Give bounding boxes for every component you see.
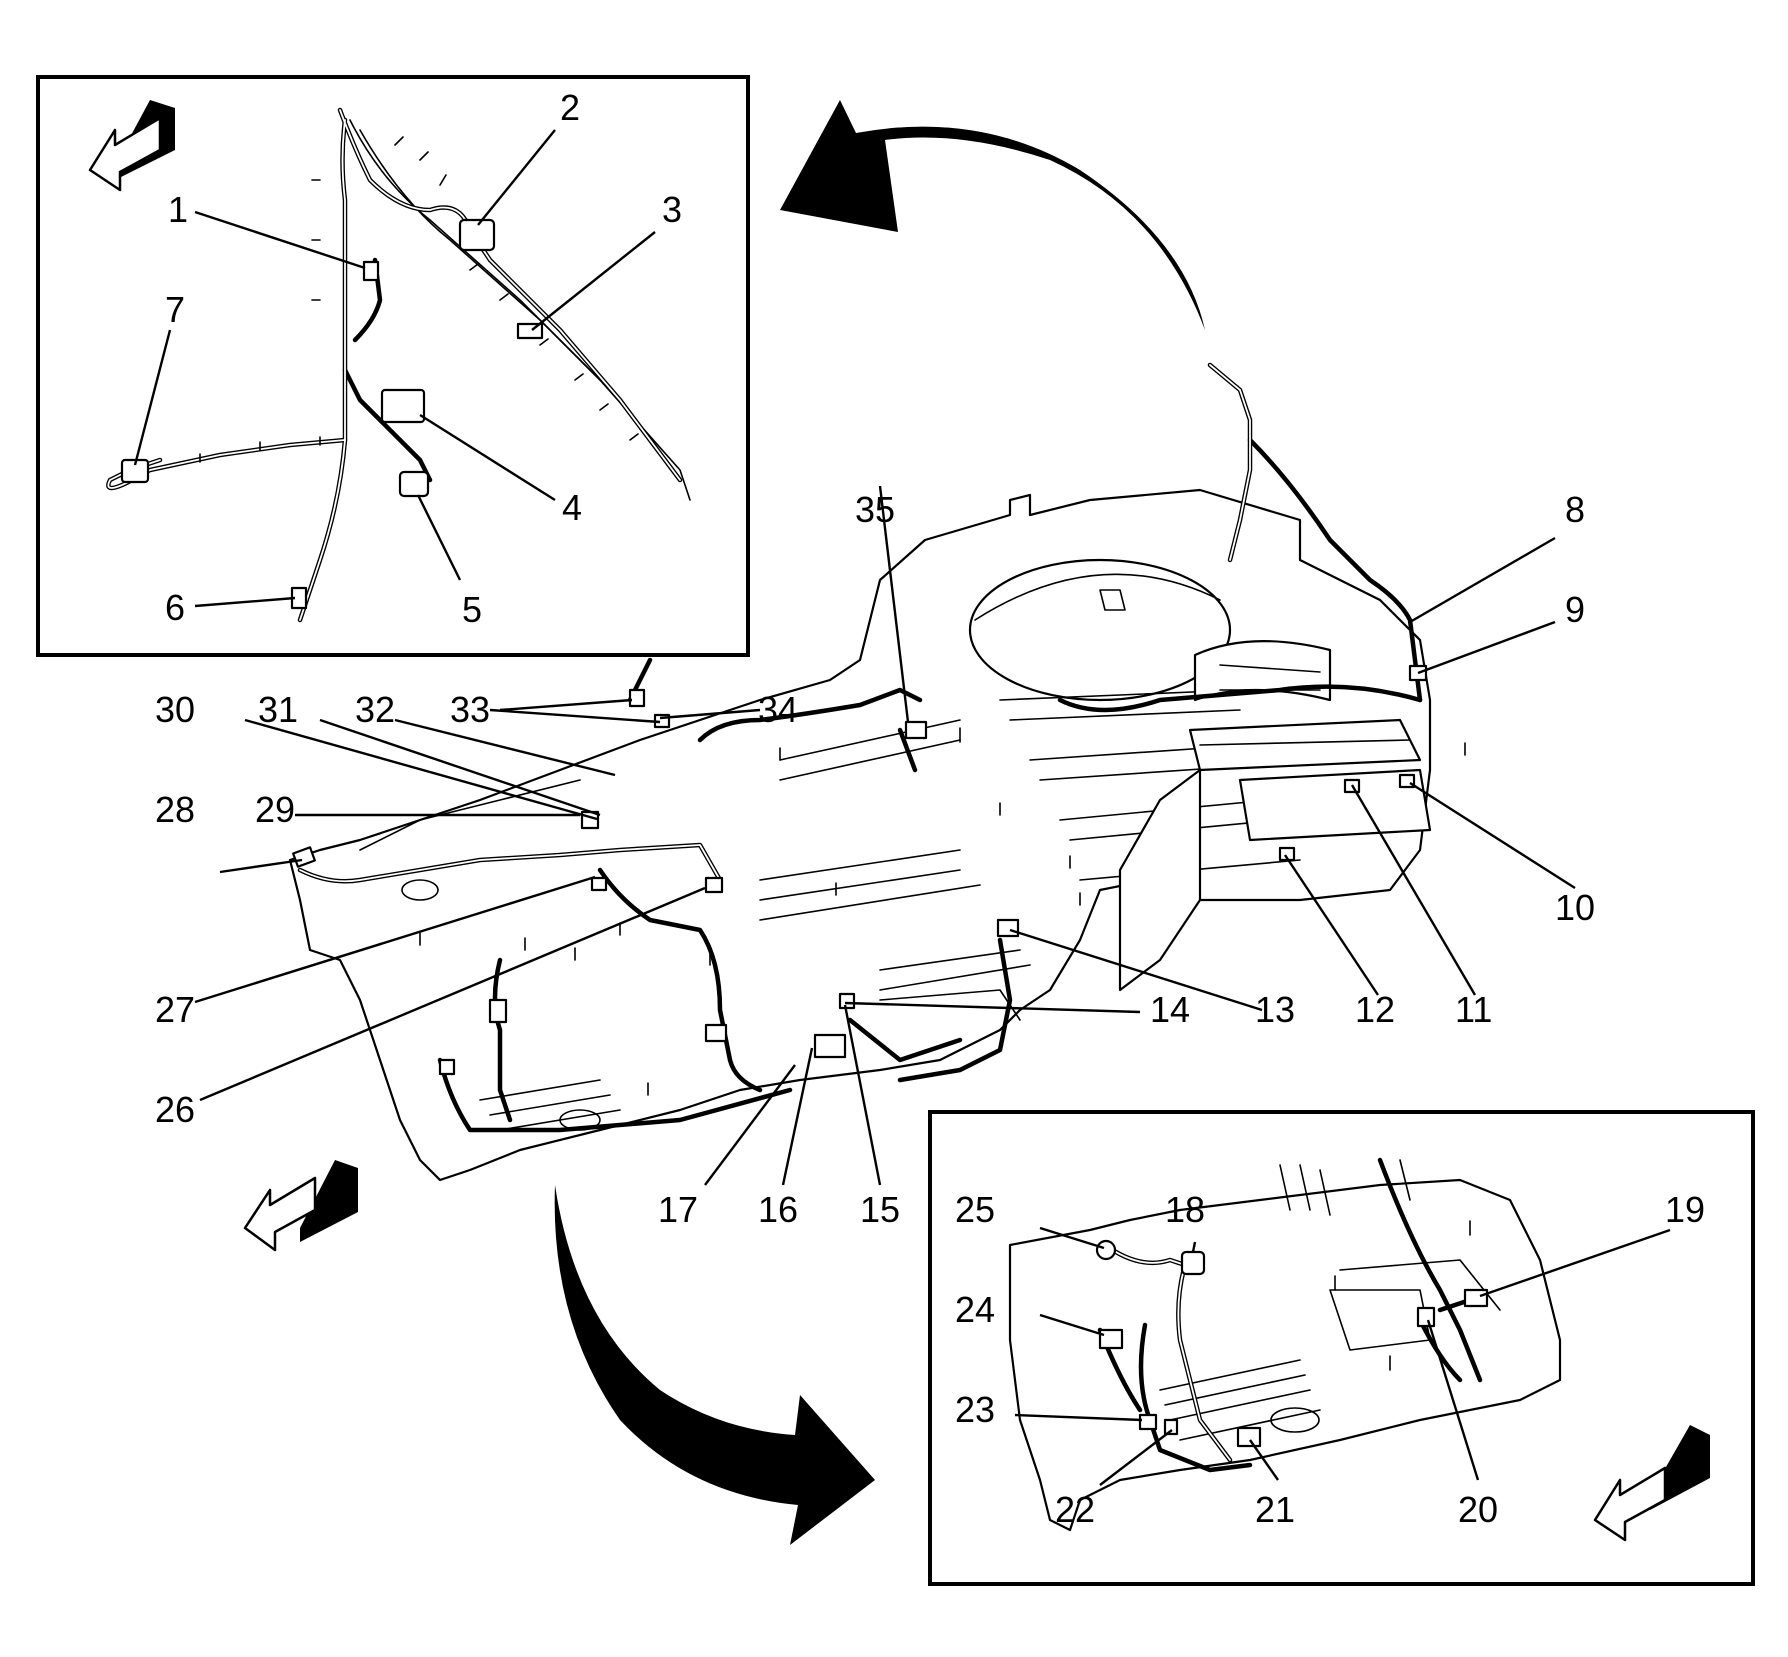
detail-inset-upper (36, 75, 750, 657)
callout-22: 22 (1055, 1489, 1095, 1530)
callout-21: 21 (1255, 1489, 1295, 1530)
callout-23: 23 (955, 1389, 995, 1430)
connector-22 (1163, 1418, 1179, 1436)
callout-labels: 1 2 3 4 5 6 7 8 9 10 11 12 13 14 15 16 1… (155, 87, 1705, 1530)
callout-15: 15 (860, 1189, 900, 1230)
module-4 (380, 388, 426, 424)
connector-5 (398, 470, 430, 498)
callout-32: 32 (355, 689, 395, 730)
callout-14: 14 (1150, 989, 1190, 1030)
detail-inset-lower (928, 1110, 1755, 1586)
callout-6: 6 (165, 587, 185, 628)
callout-3: 3 (662, 189, 682, 230)
connector-20 (1416, 1306, 1436, 1328)
callout-35: 35 (855, 489, 895, 530)
callout-11: 11 (1455, 989, 1492, 1030)
connector-25 (1095, 1239, 1117, 1261)
callout-17: 17 (658, 1189, 698, 1230)
callout-31: 31 (258, 689, 298, 730)
callout-9: 9 (1565, 589, 1585, 630)
forward-arrow-icon (243, 1160, 358, 1252)
callout-25: 25 (955, 1189, 995, 1230)
callout-24: 24 (955, 1289, 995, 1330)
connector-23 (1138, 1413, 1158, 1431)
callout-10: 10 (1555, 887, 1595, 928)
callout-28: 28 (155, 789, 195, 830)
callout-19: 19 (1665, 1189, 1705, 1230)
leader-lines (133, 129, 1671, 1486)
connector-24 (1098, 1328, 1124, 1350)
bolt-markers (419, 727, 1466, 1096)
connector-19 (1463, 1288, 1489, 1308)
callout-12: 12 (1355, 989, 1395, 1030)
callout-2: 2 (560, 87, 580, 128)
callout-13: 13 (1255, 989, 1295, 1030)
callout-8: 8 (1565, 489, 1585, 530)
connector-7 (120, 458, 150, 484)
callout-4: 4 (562, 487, 582, 528)
curved-arrow-icon (780, 100, 1205, 330)
callout-7: 7 (165, 289, 185, 330)
connector-1 (362, 260, 380, 282)
callout-26: 26 (155, 1089, 195, 1130)
callout-16: 16 (758, 1189, 798, 1230)
callout-34: 34 (758, 689, 798, 730)
callout-5: 5 (462, 589, 482, 630)
forward-arrow-icon (1593, 1425, 1710, 1542)
callout-33: 33 (450, 689, 490, 730)
callout-30: 30 (155, 689, 195, 730)
curved-arrow-icon (554, 1185, 875, 1545)
connector-2 (458, 218, 496, 252)
callout-20: 20 (1458, 1489, 1498, 1530)
connector-18 (1180, 1250, 1206, 1276)
main-harness-routing (292, 362, 1428, 1133)
callout-27: 27 (155, 989, 195, 1030)
callout-29: 29 (255, 789, 295, 830)
forward-arrow-icon (88, 100, 175, 192)
callout-1: 1 (168, 189, 188, 230)
callout-18: 18 (1165, 1189, 1205, 1230)
connector-21 (1236, 1426, 1262, 1448)
floor-pan-body (288, 488, 1466, 1182)
